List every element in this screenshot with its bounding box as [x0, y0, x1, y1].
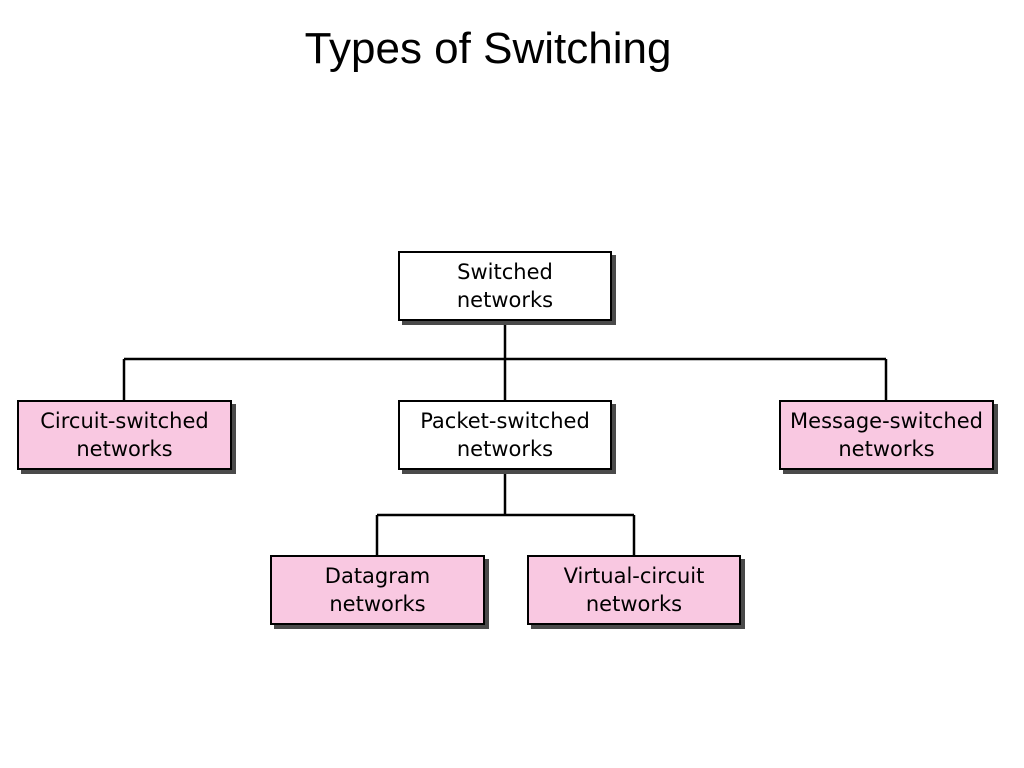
node-label-line1: Virtual-circuit [563, 564, 705, 588]
node-label-line1: Datagram [324, 564, 431, 588]
node-label-line2: networks [76, 437, 173, 461]
node-packet-switched-networks: Packet-switched networks [398, 400, 612, 470]
node-datagram-networks: Datagram networks [270, 555, 485, 625]
node-label-line1: Switched [457, 260, 553, 284]
node-message-switched-networks: Message-switched networks [779, 400, 994, 470]
node-label-line2: networks [456, 288, 554, 312]
node-circuit-switched-networks: Circuit-switched networks [17, 400, 232, 470]
node-virtual-circuit-networks: Virtual-circuit networks [527, 555, 741, 625]
node-label-line1: Packet-switched [420, 409, 590, 433]
node-label-line1: Message-switched [790, 409, 983, 433]
node-label-line2: networks [585, 592, 683, 616]
node-switched-networks: Switched networks [398, 251, 612, 321]
node-label-line1: Circuit-switched [40, 409, 209, 433]
node-label-line2: networks [838, 437, 935, 461]
node-label-line2: networks [456, 437, 554, 461]
node-label-line2: networks [329, 592, 426, 616]
slide-title: Types of Switching [304, 24, 672, 73]
